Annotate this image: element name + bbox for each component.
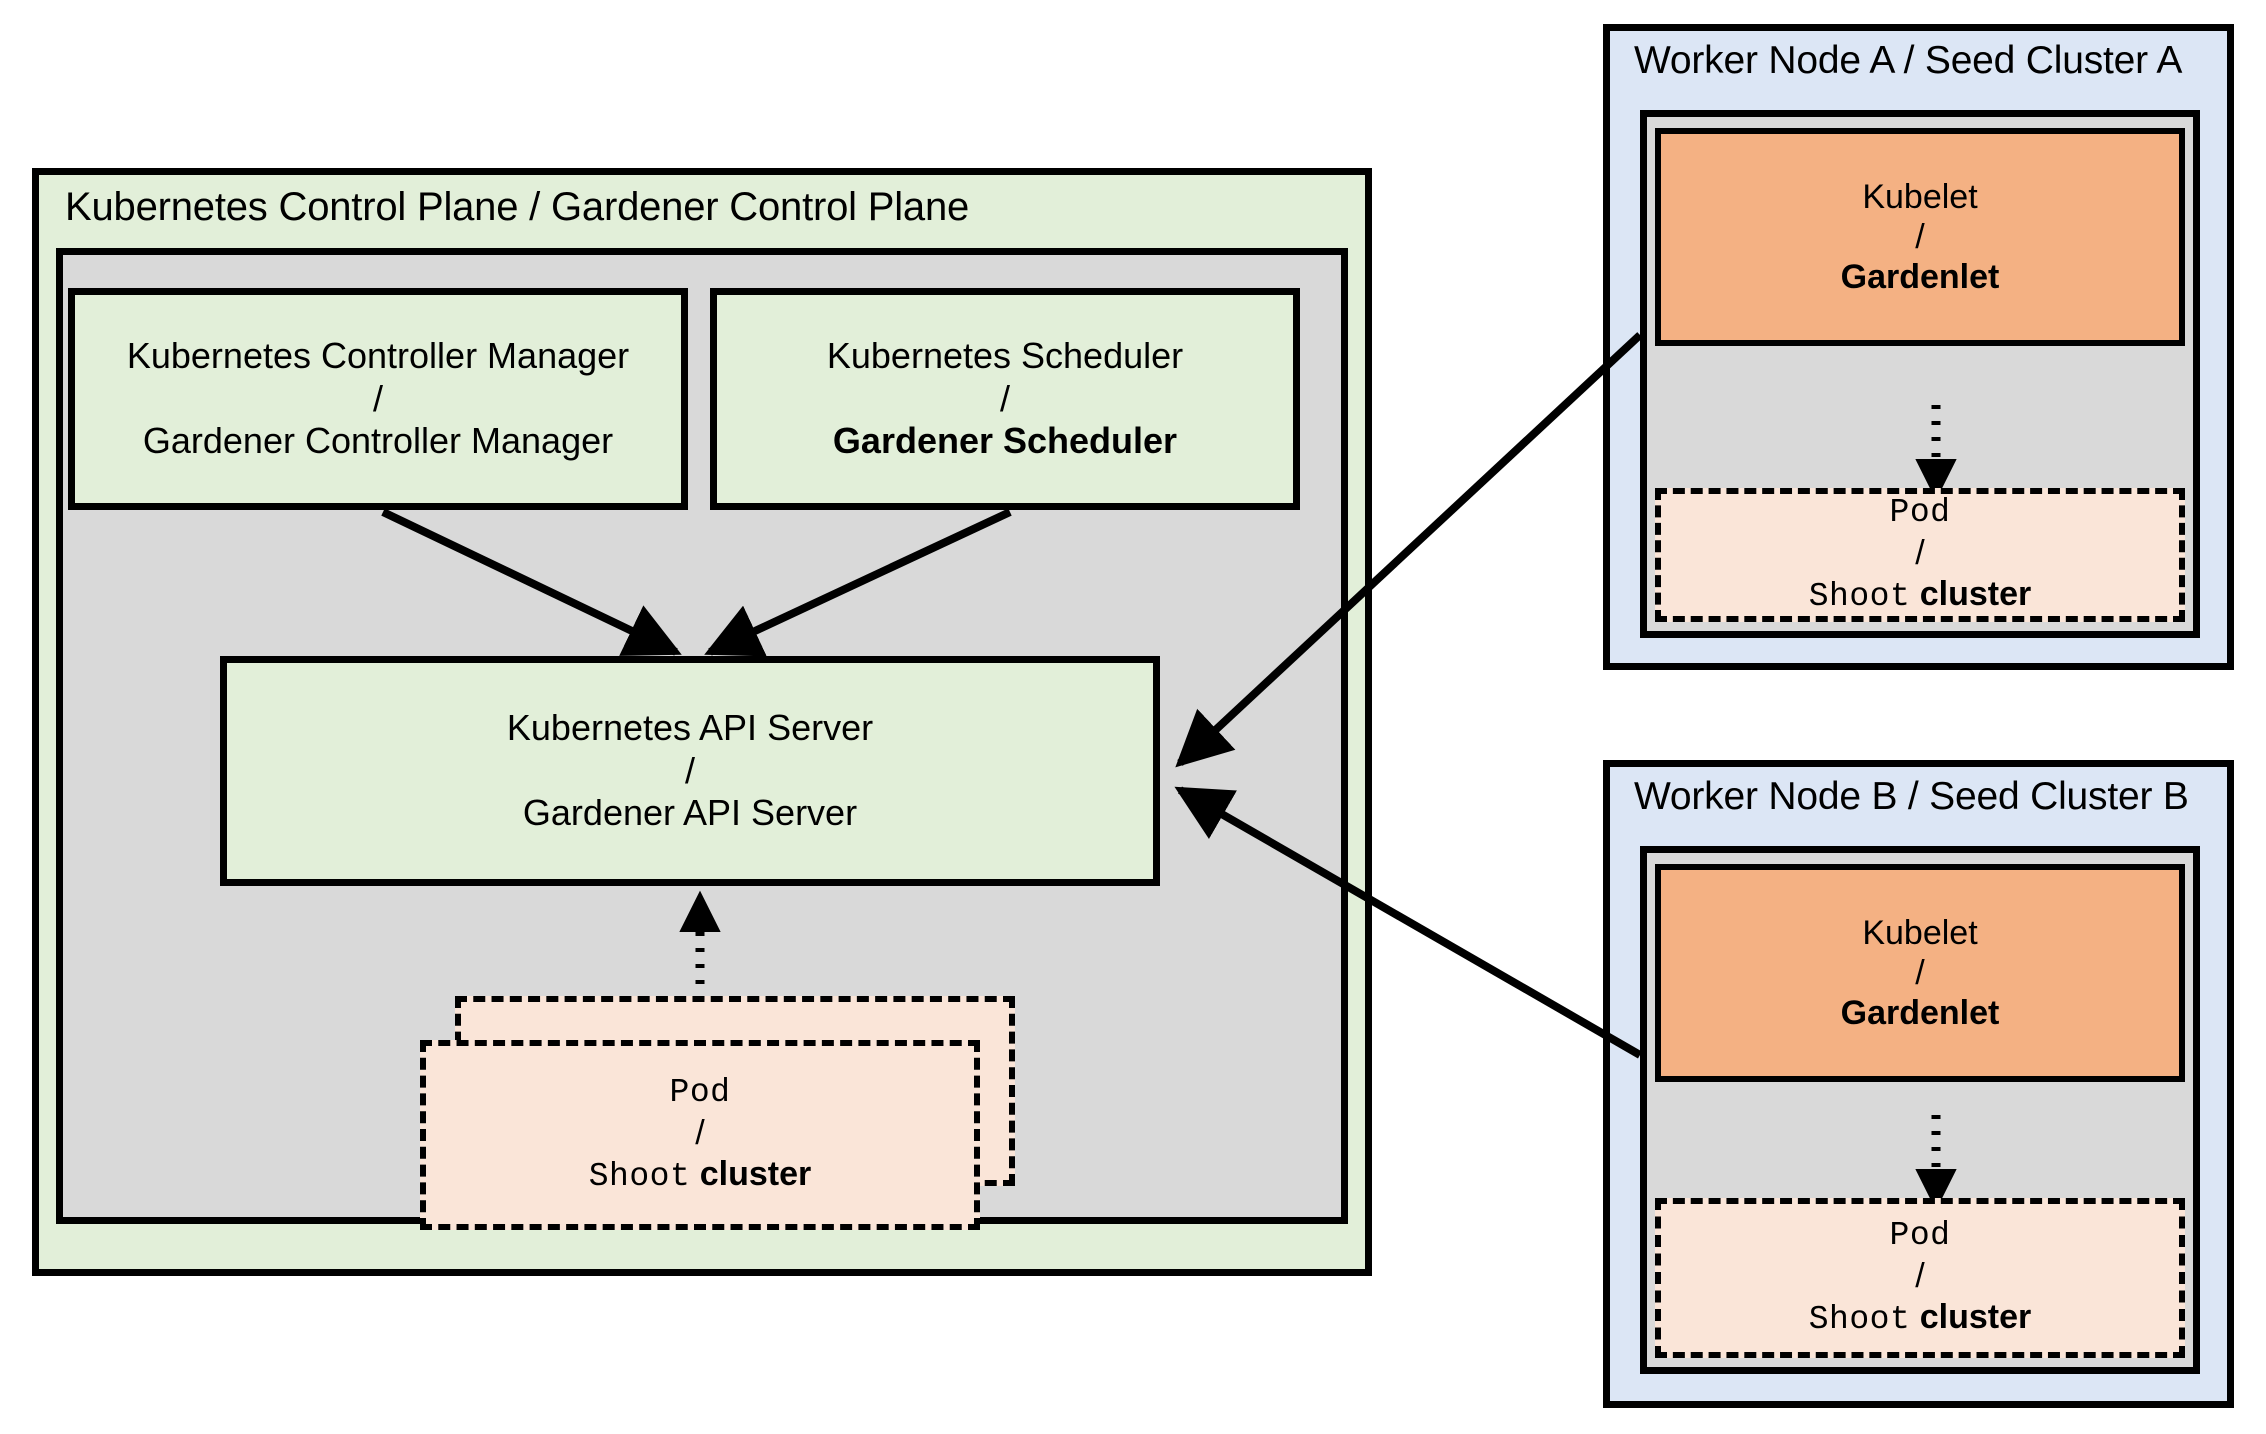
worker-node-a-kubelet-separator: / [1915, 217, 1925, 256]
worker-node-b-pod-separator: / [1915, 1256, 1925, 1295]
kubernetes-api-server-box[interactable]: Kubernetes API Server / Gardener API Ser… [220, 656, 1160, 886]
worker-node-a-kubelet-box[interactable]: Kubelet / Gardenlet [1655, 128, 2185, 346]
worker-node-a-pod-line1: Pod [1889, 493, 1951, 531]
control-plane-pod-line1: Pod [669, 1073, 731, 1111]
worker-node-b-kubelet-box[interactable]: Kubelet / Gardenlet [1655, 864, 2185, 1082]
worker-node-a-kubelet-line1: Kubelet [1862, 177, 1978, 216]
worker-node-b-kubelet-line1: Kubelet [1862, 913, 1978, 952]
controller-manager-line1: Kubernetes Controller Manager [126, 335, 630, 377]
control-plane-pod-cluster-text: cluster [699, 1155, 812, 1194]
worker-node-a-panel-title: Worker Node A / Seed Cluster A [1634, 39, 2183, 82]
scheduler-line1: Kubernetes Scheduler [826, 335, 1184, 377]
worker-node-b-pod-box[interactable]: Pod / Shoot cluster [1655, 1198, 2185, 1358]
worker-node-b-pod-line2: Shoot cluster [1809, 1297, 2031, 1340]
worker-node-a-pod-cluster-text: cluster [1919, 575, 2032, 614]
scheduler-line2: Gardener Scheduler [832, 420, 1178, 462]
worker-node-a-pod-box[interactable]: Pod / Shoot cluster [1655, 488, 2185, 622]
worker-node-b-pod-shoot-text: Shoot [1808, 1301, 1911, 1339]
api-server-separator: / [684, 749, 695, 791]
control-plane-pod-line2: Shoot cluster [589, 1154, 811, 1197]
worker-node-b-kubelet-separator: / [1915, 953, 1925, 992]
scheduler-separator: / [999, 377, 1010, 419]
api-server-line1: Kubernetes API Server [506, 707, 874, 749]
control-plane-pod-box[interactable]: Pod / Shoot cluster [420, 1040, 980, 1230]
control-plane-pod-separator: / [695, 1113, 705, 1152]
worker-node-a-pod-shoot-text: Shoot [1808, 578, 1911, 616]
controller-manager-line2: Gardener Controller Manager [142, 420, 614, 462]
worker-node-a-kubelet-line2: Gardenlet [1840, 258, 2000, 297]
control-plane-panel-title: Kubernetes Control Plane / Gardener Cont… [65, 185, 970, 229]
worker-node-a-pod-separator: / [1915, 533, 1925, 572]
control-plane-pod-shoot-text: Shoot [588, 1158, 691, 1196]
worker-node-b-kubelet-line2: Gardenlet [1840, 994, 2000, 1033]
kubernetes-scheduler-box[interactable]: Kubernetes Scheduler / Gardener Schedule… [710, 288, 1300, 510]
api-server-line2: Gardener API Server [522, 792, 858, 834]
worker-node-a-pod-line2: Shoot cluster [1809, 574, 2031, 617]
worker-node-b-panel-title: Worker Node B / Seed Cluster B [1634, 775, 2189, 818]
kubernetes-controller-manager-box[interactable]: Kubernetes Controller Manager / Gardener… [68, 288, 688, 510]
worker-node-b-pod-cluster-text: cluster [1919, 1298, 2032, 1337]
worker-node-b-pod-line1: Pod [1889, 1216, 1951, 1254]
controller-manager-separator: / [372, 377, 383, 419]
